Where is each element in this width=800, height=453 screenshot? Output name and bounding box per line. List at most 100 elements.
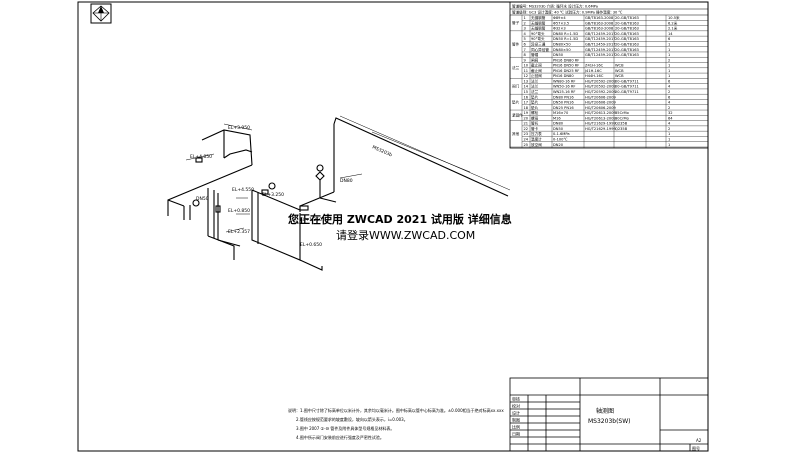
spec-table-cell: 压力表 xyxy=(531,131,542,136)
spec-table-cell: 15 xyxy=(524,90,529,94)
spec-table-cell: 17 xyxy=(524,101,529,105)
spec-table-cell: 18 xyxy=(524,106,529,110)
spec-table-cell: 20-GB/T8163 xyxy=(615,32,639,36)
spec-table-cell: 2 xyxy=(668,90,670,94)
title-cell: 日期 xyxy=(512,431,520,437)
trial-watermark-line2: 请登录WWW.ZWCAD.COM xyxy=(336,229,476,242)
spec-table-cell: WN80-16 RF xyxy=(553,79,575,83)
spec-table-cell: 垫片 xyxy=(531,105,539,110)
spec-table-header-2: 管道级别: GC3 设计温度: 40 ℃ 试验压力: 0.9MPa 操作温度: … xyxy=(512,10,622,15)
note-line: 2.管线应按规范要求的坡度敷设，坡向以箭头表示，i=0.003。 xyxy=(296,416,408,422)
elevation-label: EL+3.250 xyxy=(262,192,284,198)
spec-table-cell: H44H-16C xyxy=(585,74,604,78)
spec-table-cell: HG/T20592-2009 xyxy=(585,79,616,83)
spec-table: 管道编号: MS3203b 介质: 循环水 设计压力: 0.6MPa 管道级别:… xyxy=(509,1,709,149)
spec-table-cell: J41H-16C xyxy=(584,69,602,73)
spec-table-cell: 2 xyxy=(524,21,526,25)
spec-table-cell: HG/T20606-2009 xyxy=(585,95,616,99)
spec-table-group-label: 阀门 xyxy=(512,84,520,89)
spec-table-cell: 25 xyxy=(524,143,529,147)
spec-table-cell: 21 xyxy=(524,122,529,126)
spec-table-cell: 管卡 xyxy=(531,126,539,131)
spec-table-cell: 1 xyxy=(524,16,526,20)
elevation-label: EL+0.650 xyxy=(300,242,322,248)
spec-table-cell: 4 xyxy=(668,101,671,105)
pipe-run-center xyxy=(251,190,301,261)
spec-table-cell: 9 xyxy=(524,58,527,62)
note-line: 4.图中所示阀门安装前应进行强度及严密性试验。 xyxy=(296,434,384,440)
spec-table-cell: 64 xyxy=(668,116,673,120)
spec-table-cell: GB/T12459-2017 xyxy=(585,53,616,57)
pipe-tag: DN50 xyxy=(196,196,209,202)
spec-table-cell: 20-GB/T8163 xyxy=(615,53,639,57)
spec-table-cell: 管托 xyxy=(531,121,539,126)
spec-table-cell: GB/T8163-2008 xyxy=(585,27,614,31)
spec-table-cell: 2 xyxy=(668,127,670,131)
spec-table-cell: 20-GB/T9711 xyxy=(615,90,639,94)
spec-table-cell: 4 xyxy=(668,85,671,89)
spec-table-cell: 19 xyxy=(524,111,529,115)
spec-table-cell: 1 xyxy=(668,48,670,52)
spec-table-cell: 4 xyxy=(668,122,671,126)
spec-table-cell: DN80 PN16 xyxy=(553,95,574,99)
spec-table-cell: 无缝钢管 xyxy=(531,15,546,20)
spec-table-cell: 14 xyxy=(668,32,673,36)
spec-table-cell: WN50-16 RF xyxy=(553,85,575,89)
spec-table-cell: 法兰 xyxy=(531,84,539,89)
trial-watermark-line1: 您正在使用 ZWCAD 2021 试用版 详细信息 xyxy=(288,213,512,226)
pipe-tags: MS3203b DN80 DN50 xyxy=(196,144,393,202)
spec-table-cell: 1 xyxy=(668,64,670,68)
pipe-tag: MS3203b xyxy=(371,144,393,158)
spec-table-cell: 12 xyxy=(524,74,529,78)
spec-table-group-label: 紧固件 xyxy=(512,113,523,118)
pipe-run-main xyxy=(333,117,509,197)
spec-table-cell: DN50 R=1.5D xyxy=(553,37,578,41)
elevation-label: EL+3.950 xyxy=(228,125,250,131)
spec-table-cell: DN80 R=1.5D xyxy=(553,32,578,36)
spec-table-cell: HG/T20606-2009 xyxy=(585,106,616,110)
spec-table-cell: DN20 xyxy=(553,143,564,147)
dimension-lines xyxy=(185,115,511,233)
drawing-code: MS3203b(SW) xyxy=(588,418,631,425)
spec-table-cell: 闸阀 xyxy=(531,57,539,62)
spec-table-cell: 0-1.6MPa xyxy=(553,132,570,136)
spec-table-cell: GB/T12459-2017 xyxy=(585,42,616,46)
spec-table-cell: 2.1米 xyxy=(668,26,678,31)
spec-table-cell: 16 xyxy=(524,95,529,99)
spec-table-cell: 20 xyxy=(524,116,529,120)
elevation-labels: EL+3.950 EL+4.850 EL+4.550 EL+0.850 EL+2… xyxy=(190,125,322,248)
spec-table-cell: DN80 xyxy=(553,122,564,126)
spec-table-cell: GB/T12459-2017 xyxy=(585,32,616,36)
spec-table-cell: M16 xyxy=(553,116,561,120)
spec-table-group-label: 法兰 xyxy=(512,65,520,70)
spec-table-cell: 6 xyxy=(668,37,671,41)
spec-table-cell: 螺栓 xyxy=(531,110,539,115)
spec-table-group-label: 管子 xyxy=(512,20,520,25)
sheet-label: 图号 xyxy=(692,445,700,451)
spec-table-cell: GB/T8163-2008 xyxy=(585,21,614,25)
spec-table-cell: 截止阀 xyxy=(531,68,542,73)
spec-table-cell: 1 xyxy=(668,74,670,78)
spec-table-cell: 30CrMo xyxy=(615,116,629,120)
spec-table-cell: 6 xyxy=(668,95,671,99)
spec-table-cell: Φ89×4 xyxy=(553,16,566,20)
spec-table-cell: 法兰 xyxy=(531,89,539,94)
spec-table-cell: 2 xyxy=(668,106,670,110)
spec-table-group-label: 其他 xyxy=(512,131,520,136)
spec-table-cell: 3 xyxy=(524,27,526,31)
drawing-notes: 说明：1.图中尺寸除了标高单位以米计外，其余均以毫米计。图中标高以管中心标高为准… xyxy=(288,407,504,440)
spec-table-cell: 11 xyxy=(524,69,529,73)
spec-table-cell: GB/T12459-2017 xyxy=(585,37,616,41)
spec-table-cell: 1 xyxy=(668,132,670,136)
spec-table-cell: DN25 PN16 xyxy=(553,106,574,110)
spec-table-cell: 螺母 xyxy=(531,115,539,120)
elevation-label: EL+0.850 xyxy=(228,208,250,214)
spec-table-cell: 10.5米 xyxy=(668,15,680,20)
spec-table-cell: Q235B xyxy=(615,127,628,131)
spec-table-cell: HG/T20613-2009 xyxy=(585,111,616,115)
spec-table-cell: 20-GB/T9711 xyxy=(615,79,639,83)
drawing-name: 轴测图 xyxy=(596,407,614,415)
